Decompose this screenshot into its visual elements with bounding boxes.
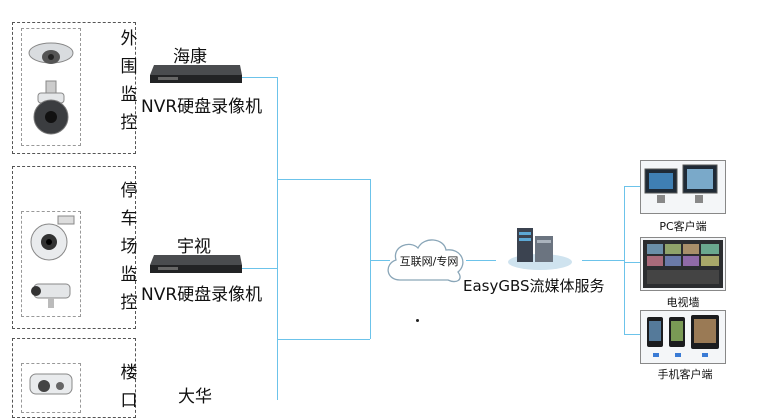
monitor-icon	[644, 164, 718, 203]
cloud-out-line	[466, 260, 496, 261]
tv-wall-image	[640, 237, 726, 291]
dome-camera-icon	[28, 42, 74, 64]
group-label-char: 控	[120, 113, 138, 133]
group-label-parking: 停 车 场 监 控	[118, 177, 140, 317]
nvr-name-label: NVR硬盘录像机	[141, 285, 263, 305]
nvr-brand-label: 宇视	[177, 237, 211, 257]
mobile-client-image	[640, 310, 726, 364]
group-label-char: 停	[120, 181, 138, 201]
group-label-char: 外	[120, 29, 138, 49]
group-label-char: 控	[120, 293, 138, 313]
pc-branch-line	[624, 186, 640, 187]
client-label: PC客户端	[659, 220, 707, 233]
decorative-dot	[416, 319, 419, 322]
ptz-camera-icon	[30, 215, 75, 261]
group-label-char: 口	[120, 391, 138, 411]
group-label-char: 围	[120, 57, 138, 77]
bullet-camera-icon	[31, 283, 71, 308]
trunk-to-cloud-line	[277, 179, 370, 180]
cloud-bottom-line	[277, 339, 370, 340]
group-box-building: 楼 口	[12, 338, 138, 418]
nvr-recorder-icon	[150, 65, 242, 83]
client-label: 电视墙	[666, 296, 700, 309]
camera-panel	[21, 363, 81, 413]
dome-camera-icon	[29, 373, 73, 395]
group-box-perimeter: 外 围 监 控	[12, 22, 138, 154]
pc-client-image	[640, 160, 726, 214]
nvr-recorder-icon	[150, 255, 242, 273]
group-label-char: 场	[120, 237, 138, 257]
cloud-to-server-line	[370, 260, 390, 261]
ptz-camera-icon	[33, 80, 69, 135]
cloud-vertical-line	[370, 179, 371, 339]
nvr-brand-label: 大华	[178, 387, 212, 407]
tv-branch-line	[624, 262, 640, 263]
server-icon	[508, 228, 572, 270]
camera-panel	[21, 28, 81, 146]
group-label-char: 车	[120, 209, 138, 229]
trunk-line	[277, 77, 278, 400]
server-label: EasyGBS流媒体服务	[463, 277, 605, 295]
nvr-brand-label: 海康	[173, 47, 207, 67]
network-label: 互联网/专网	[399, 255, 459, 268]
mobile-phone-icon	[647, 315, 719, 357]
group-label-char: 楼	[120, 363, 138, 383]
nvr1-connector	[241, 77, 277, 78]
group-label-building: 楼 口	[118, 359, 140, 415]
group-label-char: 监	[120, 265, 138, 285]
server-to-clients-line	[582, 260, 624, 261]
nvr-name-label: NVR硬盘录像机	[141, 97, 263, 117]
group-label-perimeter: 外 围 监 控	[118, 25, 140, 137]
mobile-branch-line	[624, 334, 640, 335]
client-label: 手机客户端	[657, 368, 713, 381]
cloud-icon	[387, 239, 464, 283]
camera-panel	[21, 211, 81, 317]
nvr2-connector	[241, 268, 277, 269]
group-box-parking: 停 车 场 监 控	[12, 166, 138, 329]
clients-bracket-vertical	[624, 186, 625, 334]
group-label-char: 监	[120, 85, 138, 105]
tv-wall-icon	[643, 240, 723, 288]
